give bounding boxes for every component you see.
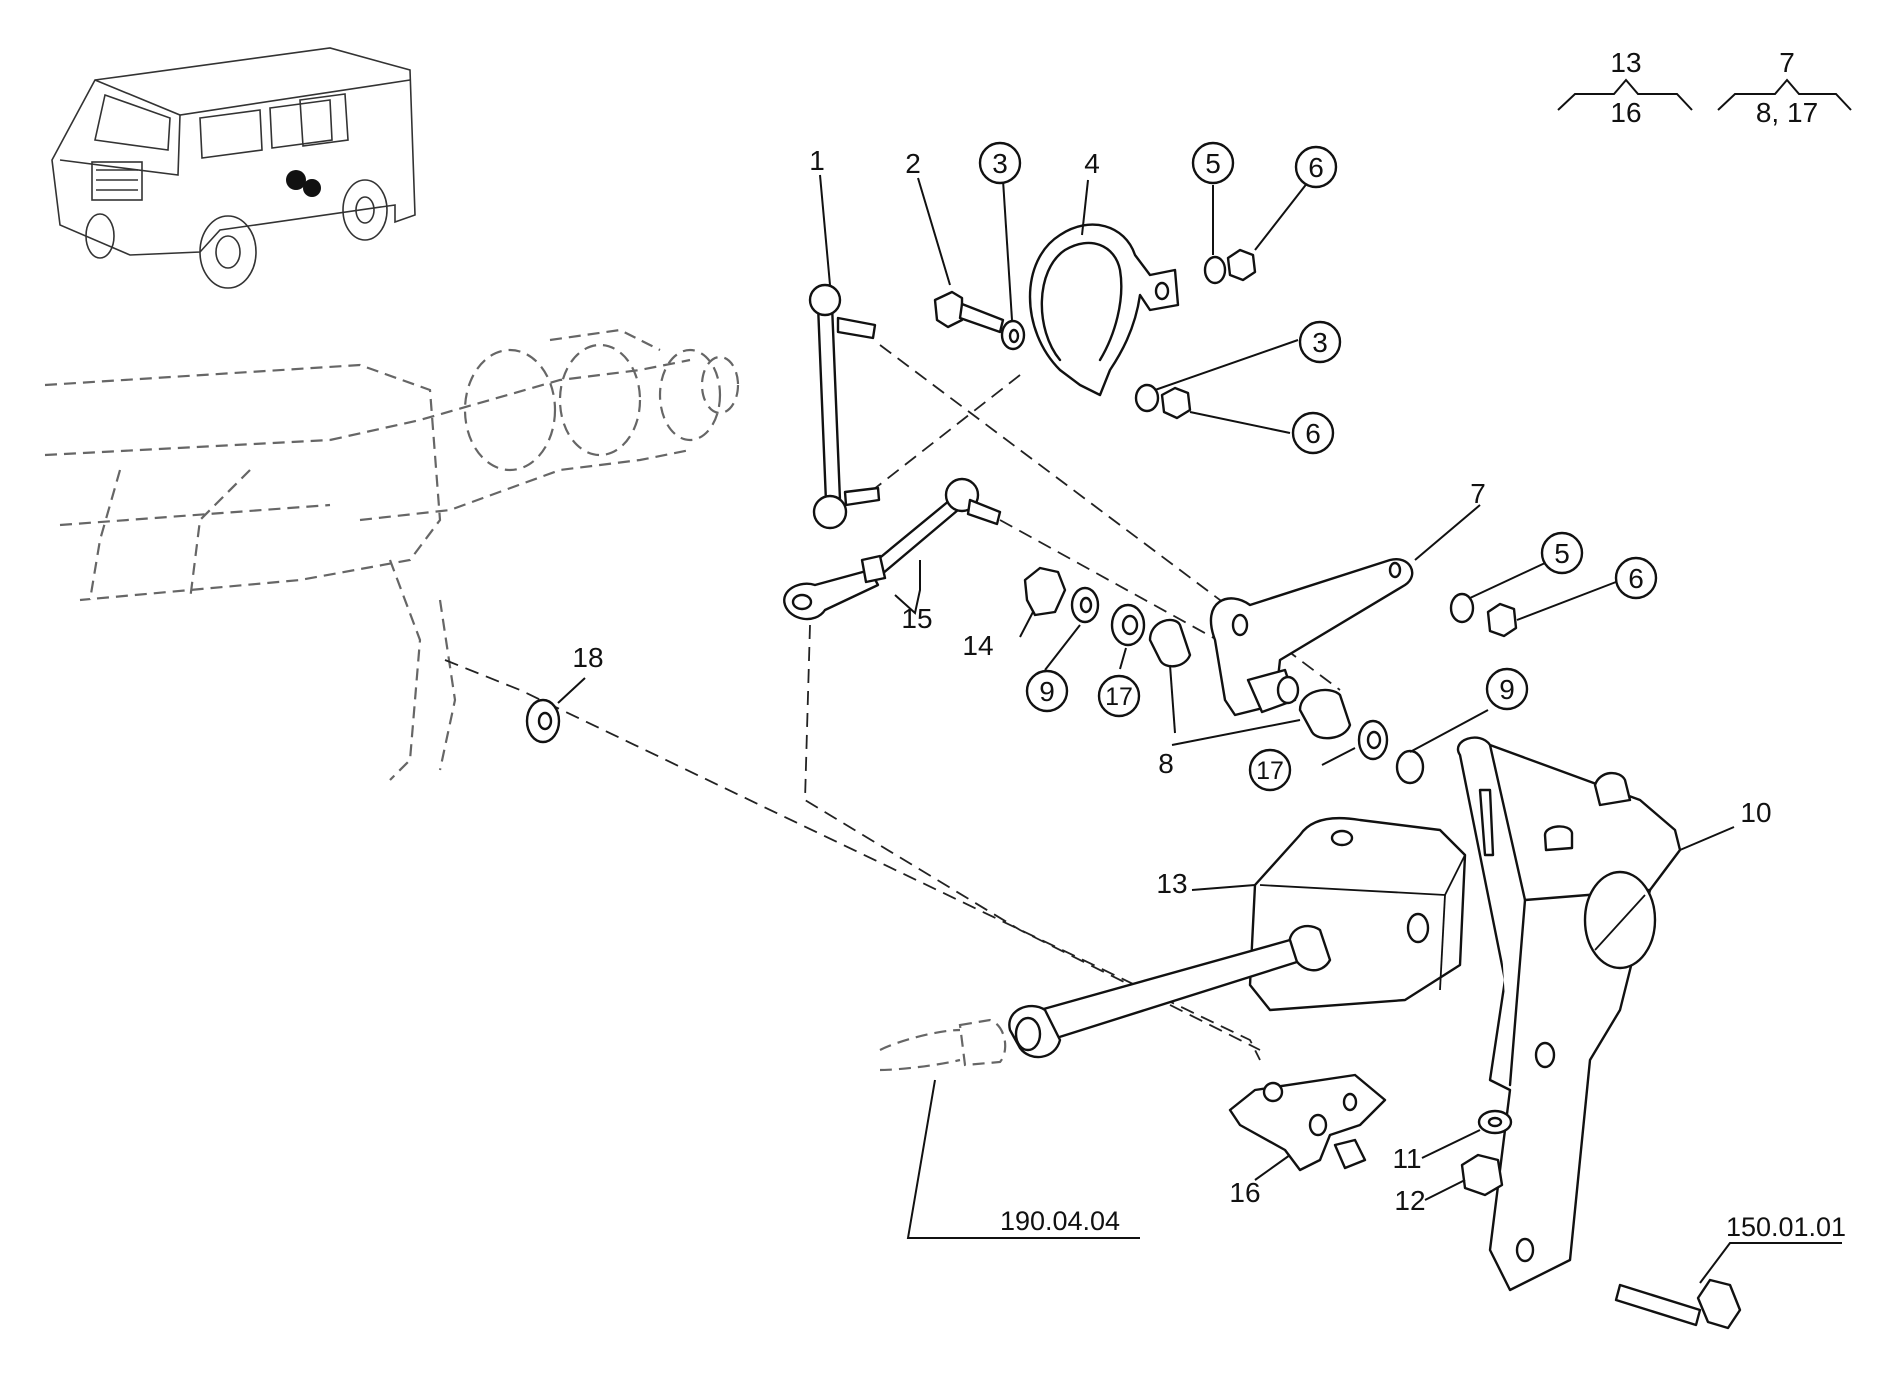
callout-3-circle [978, 141, 1022, 185]
legend-b-top: 7 [1779, 47, 1795, 78]
nut-part-6-lower [1160, 386, 1192, 420]
callout-3-upper: 3 [992, 148, 1008, 179]
vehicle-thumbnail [51, 47, 416, 289]
lockwasher-part-5-right [1449, 592, 1475, 624]
callout-labels: 1 2 3 4 5 6 3 6 7 5 6 15 14 9 17 8 9 17 … [572, 141, 1846, 1242]
bracket-part-10 [1456, 736, 1682, 1292]
callout-17-right: 17 [1256, 757, 1284, 785]
sleeve-part-8-left [1148, 618, 1192, 668]
bushing-part-17-left-hole [1121, 614, 1139, 636]
reference-150-01-01: 150.01.01 [1726, 1212, 1846, 1242]
callout-11: 11 [1392, 1143, 1421, 1174]
legend-b-bottom: 8, 17 [1756, 97, 1818, 128]
adjuster-rod-part-15 [783, 477, 1002, 621]
clamp-part-4 [1028, 223, 1180, 397]
washer-part-3-lower [1134, 383, 1160, 413]
callout-8: 8 [1158, 748, 1174, 779]
callout-5-circle [1191, 141, 1235, 185]
washer-part-9-right [1395, 749, 1425, 785]
washer-part-18-hole [537, 711, 553, 731]
callout-17-left: 17 [1105, 683, 1133, 711]
nut-part-12 [1460, 1153, 1504, 1197]
callout-6-middle: 6 [1305, 418, 1321, 449]
callout-9-circle-right [1485, 667, 1529, 711]
washer-part-9-left-hole [1079, 596, 1093, 614]
axle-housing-ghost [44, 328, 740, 781]
linkage-part-16 [1228, 1073, 1387, 1172]
lockwasher-part-5-upper [1203, 255, 1227, 285]
sensor-part-13 [1008, 816, 1467, 1059]
callout-5-right: 5 [1554, 538, 1570, 569]
callout-18: 18 [572, 642, 603, 673]
callout-6-circle-right [1614, 556, 1658, 600]
bushing-part-17-right-hole [1366, 730, 1382, 750]
callout-9-circle-left [1025, 669, 1069, 713]
callout-6-right: 6 [1628, 563, 1644, 594]
link-rod-part-1 [808, 283, 881, 530]
callout-14: 14 [962, 630, 993, 661]
callout-15: 15 [901, 603, 932, 634]
callout-4: 4 [1084, 148, 1100, 179]
reference-190-04-04: 190.04.04 [1000, 1206, 1120, 1236]
callout-10: 10 [1740, 797, 1771, 828]
bolt-part-2 [933, 290, 1005, 334]
callout-6-circle-middle [1291, 411, 1335, 455]
callout-12: 12 [1394, 1185, 1425, 1216]
callout-9-left: 9 [1039, 676, 1055, 707]
callout-1: 1 [809, 145, 825, 176]
callout-3-lower: 3 [1312, 327, 1328, 358]
callout-9-right: 9 [1499, 674, 1515, 705]
connector-ghost [879, 1018, 1007, 1072]
sleeve-part-8-right [1298, 688, 1352, 740]
leader-lines [557, 174, 1842, 1284]
callout-6-upper: 6 [1308, 152, 1324, 183]
callout-3-circle-lower [1298, 320, 1342, 364]
legend: 13 16 7 8, 17 [1557, 47, 1852, 128]
callout-6-circle [1294, 145, 1338, 189]
clip-part-14 [1023, 566, 1067, 617]
nut-part-6-upper [1226, 248, 1257, 282]
legend-a-bottom: 16 [1610, 97, 1641, 128]
alignment-lines [444, 344, 1341, 1061]
callout-16: 16 [1229, 1177, 1260, 1208]
callout-2: 2 [905, 148, 921, 179]
hex-bolt-150 [1614, 1278, 1742, 1330]
lever-part-7 [1209, 558, 1414, 717]
legend-a-top: 13 [1610, 47, 1641, 78]
callout-17-circle-left [1097, 674, 1141, 718]
callout-5-circle-right [1540, 531, 1584, 575]
washer-part-11-hole [1487, 1116, 1503, 1128]
callout-5-upper: 5 [1205, 148, 1221, 179]
callout-7: 7 [1470, 478, 1486, 509]
callout-17-circle-right [1248, 748, 1292, 792]
callout-13: 13 [1156, 868, 1187, 899]
washer-part-3-upper-hole [1008, 328, 1020, 344]
nut-part-6-right [1486, 602, 1518, 638]
